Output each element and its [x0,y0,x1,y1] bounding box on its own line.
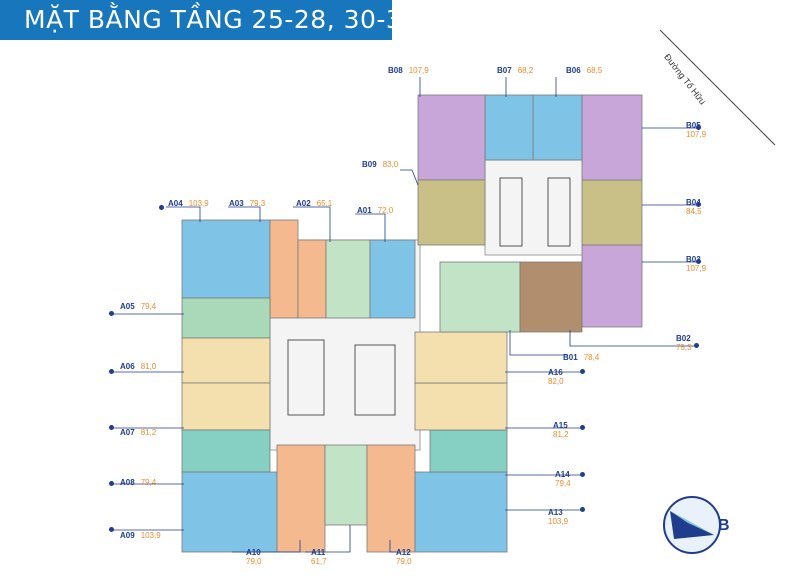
leader-a11 [305,525,351,553]
dot-a13 [580,507,585,512]
leader-a02 [293,206,331,242]
unit-a14 [429,429,508,473]
unit-b06 [532,94,583,161]
dot-a14 [580,472,585,477]
page-title: MẶT BẰNG TẦNG 25-28, 30-33 [24,5,419,34]
leader-b01 [509,330,567,356]
leader-a10 [232,540,301,553]
compass-letter: B [718,517,730,534]
unit-a11 [324,444,368,526]
unit-a15 [414,382,508,431]
road-line [659,29,776,146]
dot-a15 [580,425,585,430]
compass-icon [663,496,721,554]
dot-a07 [109,425,114,430]
unit-a08 [181,429,271,473]
leader-a04 [166,206,201,222]
unit-a02-left [297,239,327,319]
unit-b01 [439,261,521,333]
unit-b08 [417,94,486,181]
leader-lines [112,77,697,553]
unit-a13 [414,471,508,553]
dot-a06 [109,369,114,374]
leader-a01 [355,213,386,242]
dot-a04 [159,205,164,210]
unit-b04 [581,179,643,246]
dot-a09 [109,527,114,532]
leader-a03 [228,206,261,222]
unit-b07 [484,94,534,161]
unit-a05 [181,297,271,339]
unit-a03 [269,219,299,319]
leader-a12 [389,540,397,553]
unit-a07 [181,382,271,431]
dot-b03 [696,259,701,264]
dot-b05 [696,125,701,130]
leader-b09 [400,169,419,186]
north-core [484,159,586,256]
cores [287,177,571,416]
leader-b02 [569,330,695,347]
stair-core-a [287,339,325,416]
dot-a16 [580,369,585,374]
unit-a10 [276,444,326,553]
unit-b09 [417,179,486,246]
dot-a08 [109,481,114,486]
dot-b02 [694,343,699,348]
dot-b04 [696,202,701,207]
unit-a09 [181,471,278,553]
unit-a01 [369,239,416,319]
unit-a02 [325,239,371,319]
unit-b03 [581,244,643,328]
lift-core-a [354,344,396,416]
unit-a06 [181,337,271,384]
lift-core-b [547,177,571,247]
title-banner: MẶT BẰNG TẦNG 25-28, 30-33 [0,0,418,40]
unit-b02 [519,261,583,333]
unit-a16 [414,331,508,384]
dot-a05 [109,311,114,316]
unit-b05 [581,94,643,181]
unit-blocks [181,94,643,553]
unit-a12 [366,444,416,553]
stair-core-b [499,177,523,247]
unit-a04 [181,219,271,299]
